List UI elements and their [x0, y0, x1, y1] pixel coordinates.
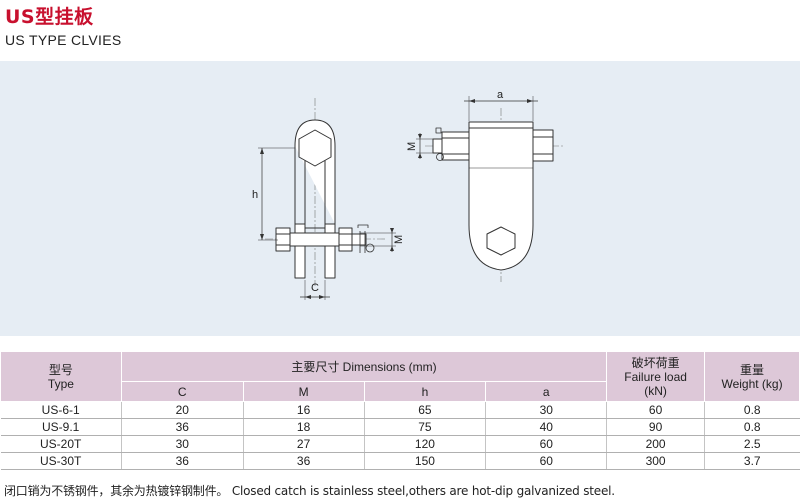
footnote: 闭口销为不锈钢件，其余为热镀锌钢制件。 Closed catch is stai…: [4, 484, 615, 498]
spec-table: 型号 Type 主要尺寸 Dimensions (mm) 破坏荷重 Failur…: [0, 351, 800, 470]
table-row: US-30T 36 36 150 60 300 3.7: [0, 452, 800, 470]
cell-c: 20: [121, 401, 244, 419]
technical-drawing: h C M M a: [252, 89, 565, 300]
header-model-cn: 型号: [48, 362, 73, 377]
technical-drawing-panel: h C M M a: [0, 61, 800, 336]
front-view: [258, 98, 396, 300]
header-load-en: Failure load: [624, 369, 687, 384]
header-weight-cn: 重量: [740, 362, 765, 377]
header-load-unit: (kN): [644, 383, 667, 398]
header-model: 型号 Type: [0, 351, 122, 402]
cell-a: 30: [485, 401, 608, 419]
header-m: M: [242, 381, 365, 402]
cell-a: 40: [485, 418, 608, 436]
side-view: [416, 96, 565, 282]
page-title: US型挂板: [5, 6, 94, 28]
cell-a: 60: [485, 435, 608, 453]
cell-c: 36: [121, 452, 244, 470]
cell-failure-load: 60: [606, 401, 706, 419]
cell-h: 120: [364, 435, 487, 453]
header-model-en: Type: [47, 376, 74, 391]
table-row: US-9.1 36 18 75 40 90 0.8: [0, 418, 800, 436]
cell-failure-load: 90: [606, 418, 706, 436]
cell-failure-load: 200: [606, 435, 706, 453]
cell-h: 150: [364, 452, 487, 470]
header-weight-en: Weight (kg): [721, 376, 783, 391]
cell-m: 18: [243, 418, 365, 436]
cell-failure-load: 300: [606, 452, 706, 470]
dim-c-label: C: [311, 282, 319, 294]
cell-m: 36: [243, 452, 365, 470]
cell-model: US-20T: [0, 435, 122, 453]
dim-m-left-label: M: [406, 142, 418, 151]
table-row: US-20T 30 27 120 60 200 2.5: [0, 435, 800, 453]
dim-m-right-label: M: [393, 235, 405, 244]
cell-h: 65: [364, 401, 487, 419]
header-load-cn: 破坏荷重: [631, 355, 680, 370]
header-weight: 重量 Weight (kg): [704, 351, 800, 402]
header-dimensions: 主要尺寸 Dimensions (mm): [120, 351, 608, 382]
header-a: a: [485, 381, 608, 402]
cell-weight: 2.5: [704, 435, 800, 453]
cell-model: US-6-1: [0, 401, 122, 419]
cell-model: US-30T: [0, 452, 122, 470]
cell-weight: 3.7: [704, 452, 800, 470]
table-row: US-6-1 20 16 65 30 60 0.8: [0, 401, 800, 419]
cell-c: 36: [121, 418, 244, 436]
cell-h: 75: [364, 418, 487, 436]
cell-a: 60: [485, 452, 608, 470]
dim-a-label: a: [497, 89, 504, 101]
dim-h-label: h: [252, 189, 258, 201]
cell-model: US-9.1: [0, 418, 122, 436]
header-failure-load: 破坏荷重 Failure load (kN): [606, 351, 706, 402]
header-h: h: [363, 381, 487, 402]
cell-weight: 0.8: [704, 401, 800, 419]
header-c: C: [120, 381, 244, 402]
cell-m: 27: [243, 435, 365, 453]
cell-c: 30: [121, 435, 244, 453]
cell-weight: 0.8: [704, 418, 800, 436]
cell-m: 16: [243, 401, 365, 419]
page-subtitle: US TYPE CLVIES: [5, 32, 122, 48]
